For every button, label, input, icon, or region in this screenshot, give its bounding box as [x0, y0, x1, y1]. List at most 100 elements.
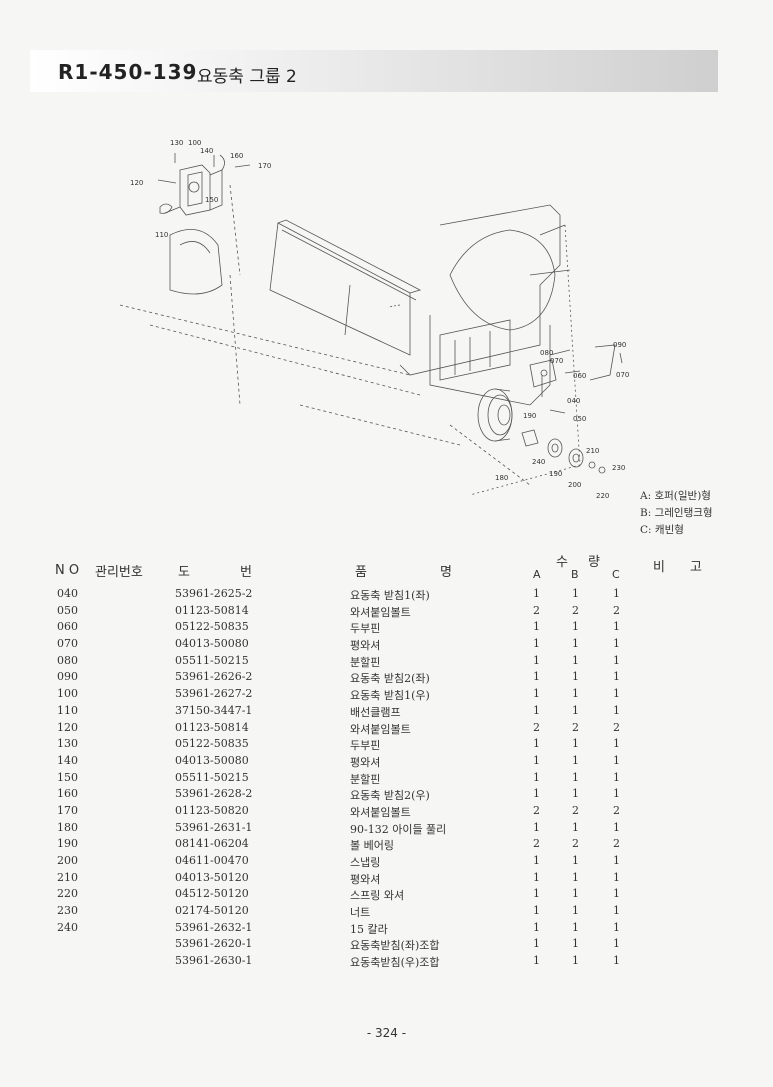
qty-c: 1	[613, 770, 620, 784]
part-name: 15 칼라	[350, 922, 388, 936]
header-qty-a: A	[533, 568, 541, 581]
part-name: 배선클램프	[350, 705, 401, 719]
header-qty-b: B	[571, 568, 579, 581]
callout-label: 060	[573, 372, 586, 380]
qty-a: 1	[533, 653, 540, 667]
part-name: 요동축 받침1(우)	[350, 689, 430, 703]
header-name-2: 명	[440, 565, 452, 580]
qty-a: 1	[533, 753, 540, 767]
qty-c: 1	[613, 920, 620, 934]
qty-b: 1	[572, 670, 579, 684]
drawing-number: 53961-2627-2	[175, 687, 253, 701]
diagram-callouts: 130 100 140 160 170 120 150 110 090 080 …	[130, 139, 629, 500]
callout-label: 200	[568, 481, 581, 489]
qty-b: 1	[572, 904, 579, 918]
callout-label: 070	[550, 357, 563, 365]
drawing-number: 02174-50120	[175, 904, 249, 918]
qty-c: 1	[613, 870, 620, 884]
qty-b: 2	[572, 803, 579, 817]
legend-item: C: 캐빈형	[640, 524, 684, 536]
qty-c: 1	[613, 937, 620, 951]
qty-a: 2	[533, 837, 540, 851]
qty-a: 1	[533, 587, 540, 600]
callout-label: 150	[205, 196, 218, 204]
qty-b: 1	[572, 587, 579, 600]
part-name: 와셔붙임볼트	[350, 805, 411, 819]
qty-c: 2	[613, 603, 620, 617]
part-number: 240	[57, 920, 78, 934]
qty-b: 1	[572, 854, 579, 867]
qty-b: 1	[572, 887, 579, 901]
qty-b: 1	[572, 653, 579, 667]
drawing-number: 04013-50120	[175, 870, 249, 884]
qty-c: 1	[613, 620, 620, 634]
header-name-1: 품	[355, 565, 367, 580]
callout-label: 170	[258, 162, 271, 170]
part-name: 요동축받침(우)조합	[350, 956, 440, 970]
drawing-number: 53961-2620-1	[175, 937, 253, 951]
callout-label: 090	[613, 341, 626, 349]
drawing-number: 05511-50215	[175, 770, 249, 784]
callout-label: 210	[586, 447, 599, 455]
qty-b: 2	[572, 720, 579, 734]
qty-b: 1	[572, 753, 579, 767]
qty-c: 1	[613, 820, 620, 834]
part-number: 110	[57, 703, 78, 717]
drawing-number: 01123-50814	[175, 720, 249, 734]
callout-label: 190	[523, 412, 536, 420]
qty-a: 2	[533, 603, 540, 617]
qty-b: 1	[572, 637, 579, 651]
qty-b: 1	[572, 820, 579, 834]
qty-c: 1	[613, 737, 620, 751]
part-number: 180	[57, 820, 78, 834]
exploded-parts-diagram: 130 100 140 160 170 120 150 110 090 080 …	[119, 139, 629, 500]
qty-c: 1	[613, 904, 620, 918]
part-number: 220	[57, 887, 78, 901]
part-name: 스프링 와셔	[350, 889, 405, 903]
callout-label: 140	[200, 147, 213, 155]
part-name: 90-132 아이들 풀리	[350, 822, 447, 836]
qty-a: 2	[533, 720, 540, 734]
callout-label: 070	[616, 371, 629, 379]
qty-a: 1	[533, 770, 540, 784]
drawing-number: 53961-2626-2	[175, 670, 253, 684]
callout-label: 040	[567, 397, 580, 405]
qty-a: 1	[533, 954, 540, 968]
part-name: 평와셔	[350, 755, 381, 769]
part-number: 160	[57, 787, 78, 801]
drawing-number: 04013-50080	[175, 637, 249, 651]
part-number: 080	[57, 653, 78, 667]
part-number: 200	[57, 854, 78, 867]
qty-a: 1	[533, 820, 540, 834]
drawing-number: 08141-06204	[175, 837, 249, 851]
qty-a: 1	[533, 870, 540, 884]
header-mgmt-no: 관리번호	[95, 565, 143, 580]
qty-a: 1	[533, 687, 540, 701]
qty-c: 2	[613, 720, 620, 734]
qty-b: 1	[572, 620, 579, 634]
qty-b: 2	[572, 603, 579, 617]
part-number: 060	[57, 620, 78, 634]
part-number: 120	[57, 720, 78, 734]
legend-item: B: 그레인탱크형	[640, 507, 713, 519]
part-name: 와셔붙임볼트	[350, 722, 411, 736]
callout-label: 120	[130, 179, 143, 187]
qty-b: 1	[572, 770, 579, 784]
part-number: 040	[57, 587, 78, 600]
qty-c: 1	[613, 587, 620, 600]
header-bar	[30, 50, 718, 92]
drawing-number: 37150-3447-1	[175, 703, 253, 717]
drawing-number: 05511-50215	[175, 653, 249, 667]
qty-a: 1	[533, 920, 540, 934]
part-number: 100	[57, 687, 78, 701]
qty-c: 1	[613, 787, 620, 801]
